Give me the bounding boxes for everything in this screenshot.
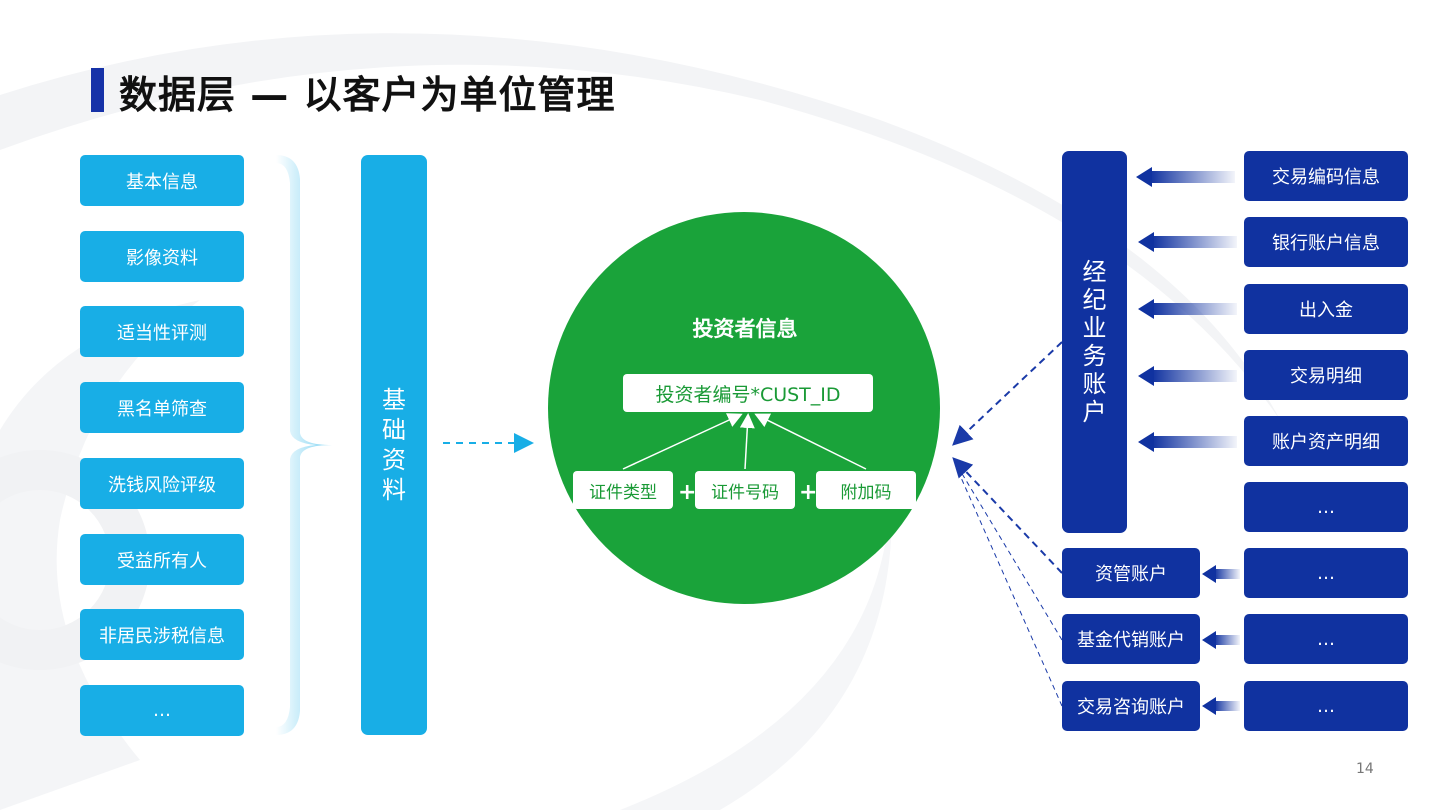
id-type-box: 证件类型 xyxy=(573,471,673,509)
right-item-deposit-withdraw: 出入金 xyxy=(1244,284,1408,334)
right-item-more: … xyxy=(1244,482,1408,532)
left-item-suitability: 适当性评测 xyxy=(80,306,244,357)
brokerage-char: 纪 xyxy=(1082,286,1107,314)
left-item-blacklist: 黑名单筛查 xyxy=(80,382,244,433)
basic-data-char: 资 xyxy=(382,446,406,474)
additional-code-box: 附加码 xyxy=(816,471,916,509)
fund-sales-account: 基金代销账户 xyxy=(1062,614,1200,664)
brokerage-char: 经 xyxy=(1082,258,1107,286)
left-item-beneficial-owner: 受益所有人 xyxy=(80,534,244,585)
right-item-trade-detail: 交易明细 xyxy=(1244,350,1408,400)
investor-info-title: 投资者信息 xyxy=(692,317,798,341)
basic-data-char: 础 xyxy=(382,416,406,444)
brokerage-char: 务 xyxy=(1082,342,1107,370)
plus-sign: + xyxy=(799,480,818,505)
brokerage-account-bar: 经 纪 业 务 账 户 xyxy=(1062,151,1127,533)
right-item-more: … xyxy=(1244,614,1408,664)
investor-id-box: 投资者编号*CUST_ID xyxy=(623,374,873,412)
left-item-more: … xyxy=(80,685,244,736)
brokerage-char: 业 xyxy=(1082,314,1107,342)
asset-mgmt-account: 资管账户 xyxy=(1062,548,1200,598)
right-item-more: … xyxy=(1244,681,1408,731)
curly-bracket xyxy=(276,155,332,735)
left-item-tax-info: 非居民涉税信息 xyxy=(80,609,244,660)
page-number: 14 xyxy=(1356,761,1374,777)
right-item-asset-detail: 账户资产明细 xyxy=(1244,416,1408,466)
right-item-more: … xyxy=(1244,548,1408,598)
brokerage-char: 账 xyxy=(1082,370,1107,398)
basic-data-char: 料 xyxy=(382,476,406,504)
page-title: 数据层 — 以客户为单位管理 xyxy=(119,73,616,117)
plus-sign: + xyxy=(678,480,697,505)
brokerage-char: 户 xyxy=(1082,398,1107,426)
id-number-box: 证件号码 xyxy=(695,471,795,509)
right-item-trade-code: 交易编码信息 xyxy=(1244,151,1408,201)
left-item-image-data: 影像资料 xyxy=(80,231,244,282)
left-item-basic-info: 基本信息 xyxy=(80,155,244,206)
right-item-bank-account: 银行账户信息 xyxy=(1244,217,1408,267)
left-item-aml-rating: 洗钱风险评级 xyxy=(80,458,244,509)
title-accent-bar xyxy=(91,68,104,112)
basic-data-bar: 基 础 资 料 xyxy=(361,155,427,735)
advisory-account: 交易咨询账户 xyxy=(1062,681,1200,731)
basic-data-char: 基 xyxy=(382,386,406,414)
